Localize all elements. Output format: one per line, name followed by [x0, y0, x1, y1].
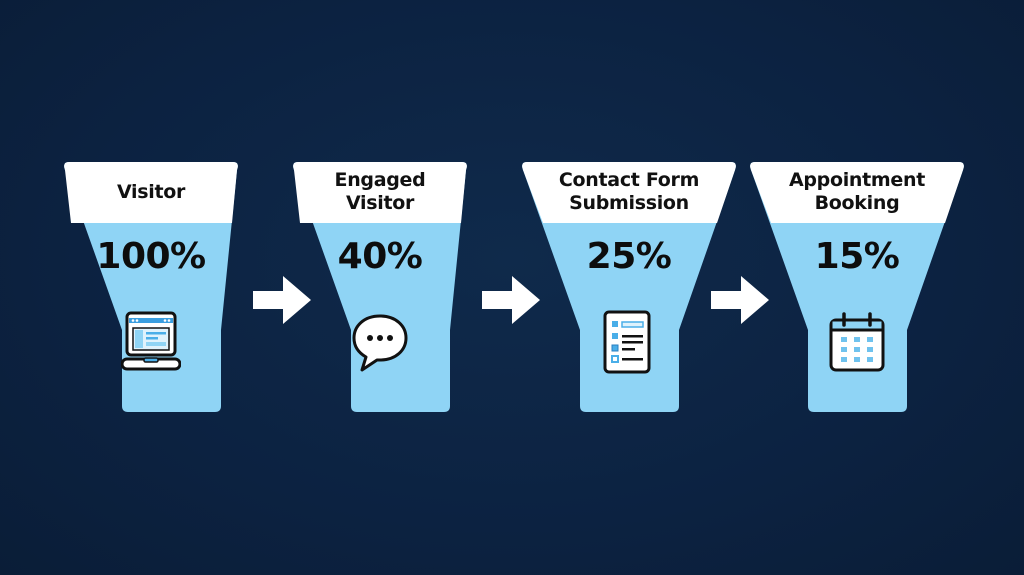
stage-label: Engaged Visitor: [334, 169, 426, 214]
stage-percent: 15%: [814, 236, 900, 277]
funnel-stage-contact-form-submission: Contact Form Submission 25%: [521, 162, 737, 412]
stage-percent: 25%: [586, 236, 672, 277]
form-document-icon: [603, 310, 651, 374]
arrow-right-icon: [711, 276, 769, 324]
funnel-stage-appointment-booking: Appointment Booking 15%: [749, 162, 965, 412]
stage-label: Appointment Booking: [788, 169, 926, 214]
funnel-shape: [64, 162, 238, 412]
stage-percent: 100%: [96, 236, 206, 277]
stage-percent: 40%: [337, 236, 423, 277]
chat-bubble-icon: [352, 314, 408, 372]
arrow-right-icon: [482, 276, 540, 324]
funnel-stage-engaged-visitor: Engaged Visitor 40%: [292, 162, 468, 412]
stage-label: Contact Form Submission: [558, 169, 700, 214]
arrow-right-icon: [253, 276, 311, 324]
laptop-icon: [121, 311, 181, 371]
funnel-shape: [293, 162, 467, 412]
funnel-shape: [522, 162, 736, 412]
calendar-icon: [829, 312, 885, 372]
funnel-shape: [750, 162, 964, 412]
stage-label: Visitor: [116, 180, 186, 203]
funnel-stage-visitor: Visitor 100%: [63, 162, 239, 412]
